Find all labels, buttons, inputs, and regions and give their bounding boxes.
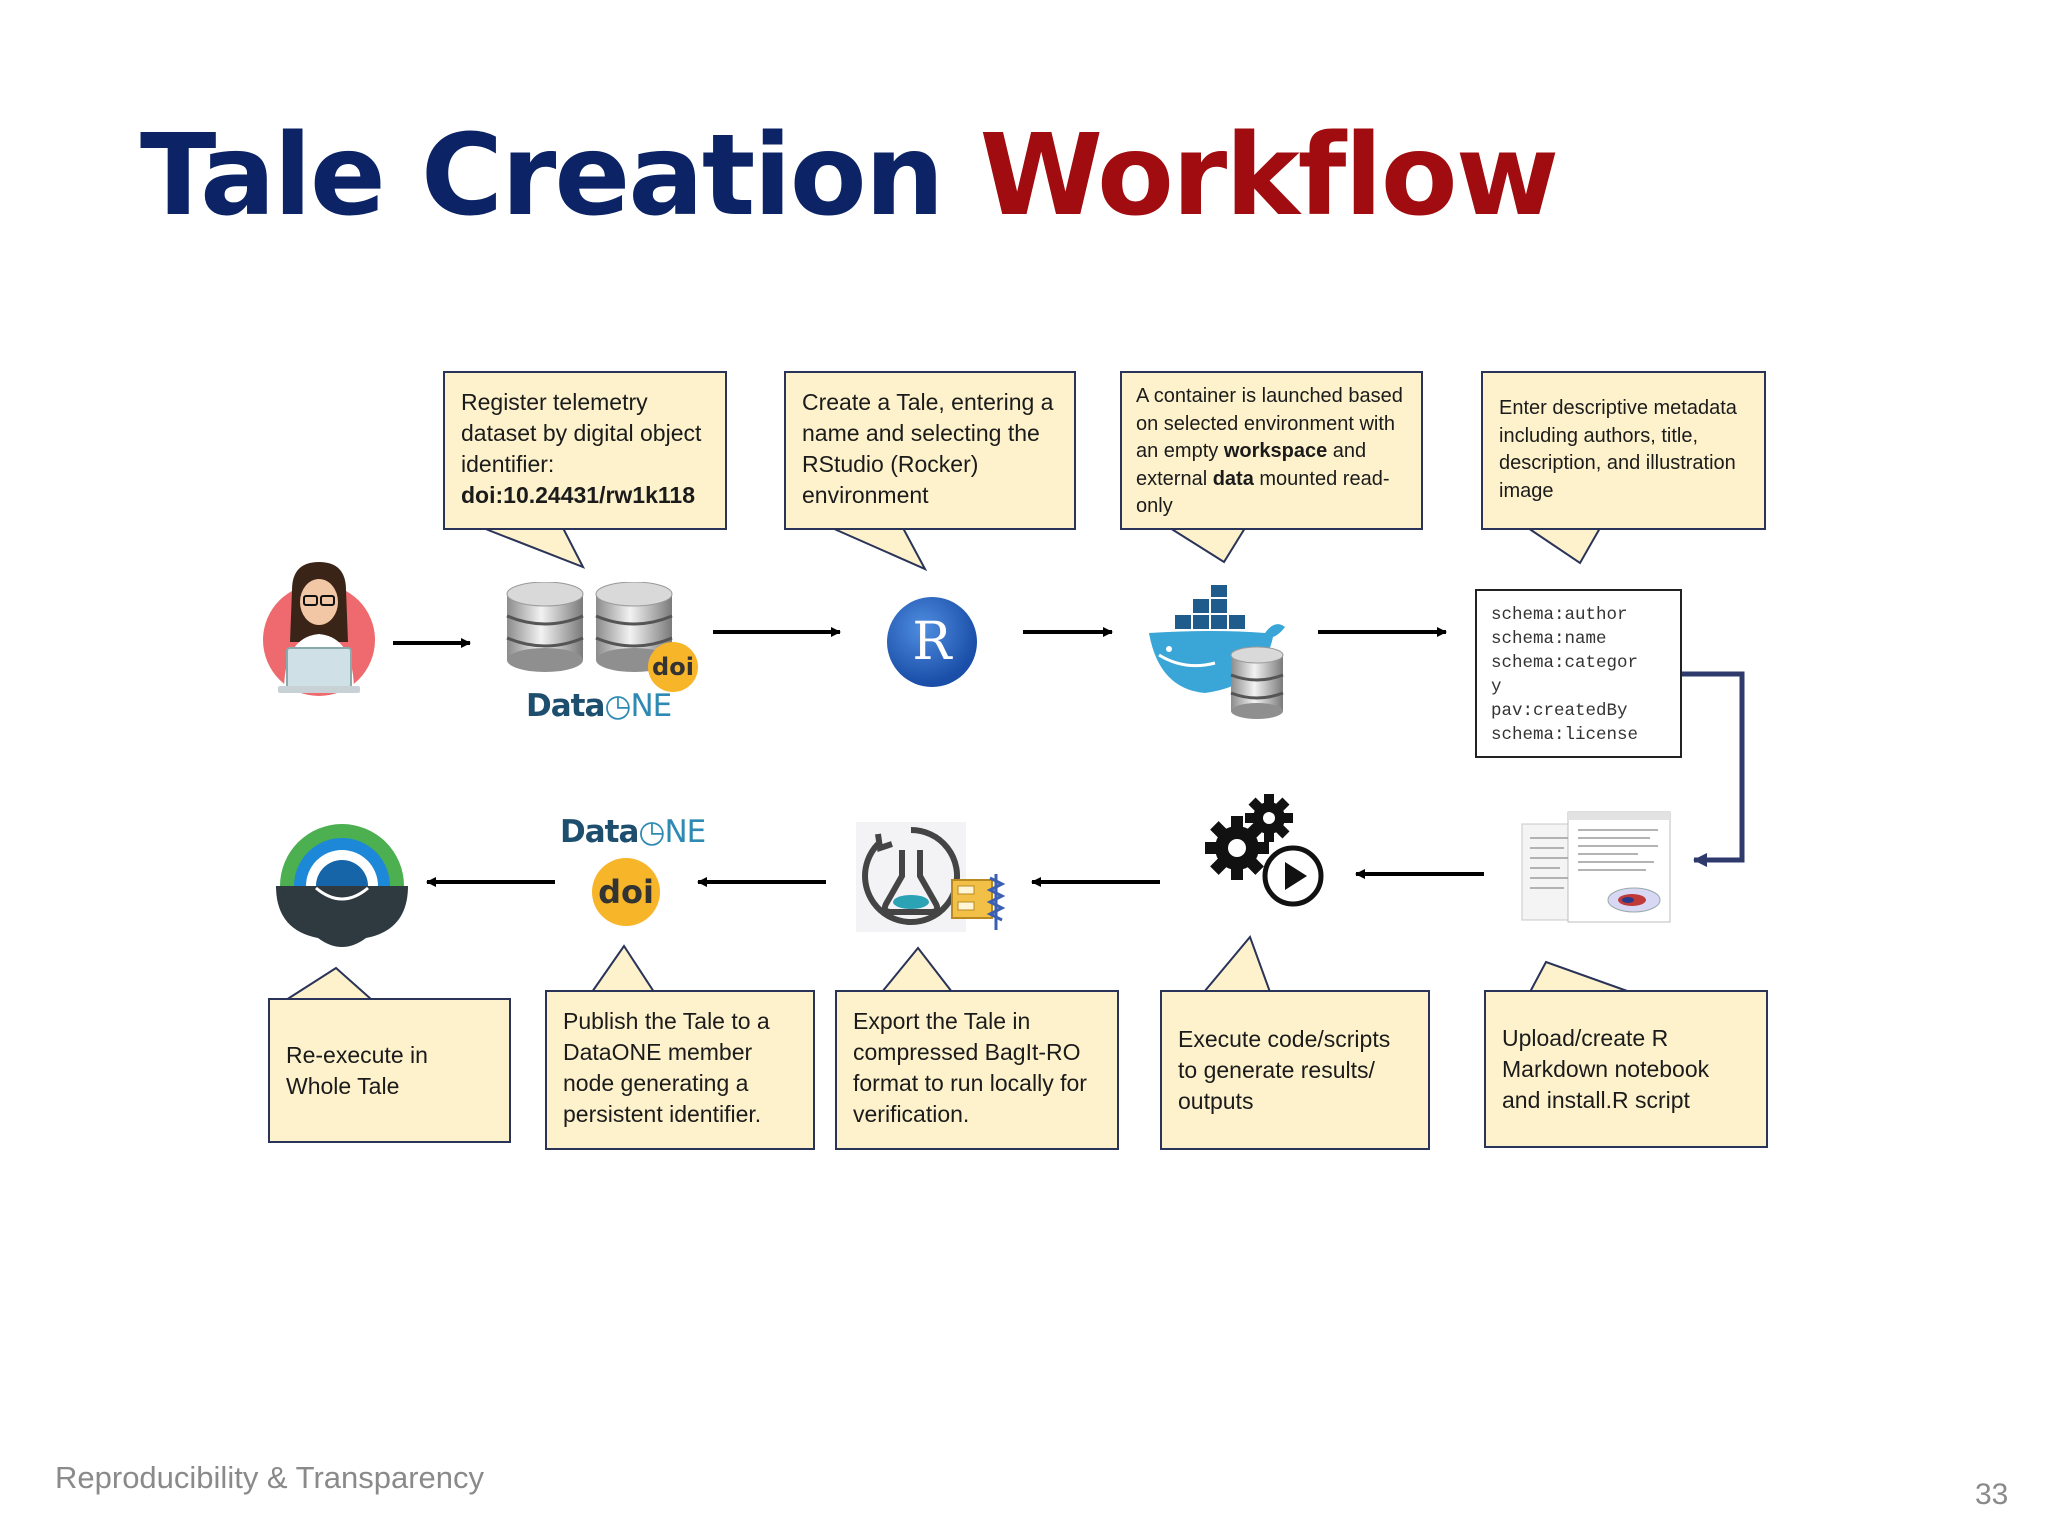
callout-enter-metadata: Enter descriptive metadata including aut… (1481, 371, 1766, 530)
container-text-2: and external (1136, 440, 1367, 490)
container-text-3: mounted read-only (1136, 467, 1390, 518)
execute-text: Execute code/scripts to generate results… (1178, 1025, 1391, 1114)
callout-upload: Upload/create R Markdown notebook and in… (1484, 990, 1768, 1148)
register-doi: doi:10.24431/rw1k118 (461, 482, 695, 508)
r-logo-icon: R (887, 597, 977, 687)
r-logo-letter: R (912, 612, 952, 672)
doi-badge-icon: doi (648, 642, 698, 692)
doi-label: doi (598, 873, 654, 911)
container-bold-data: data (1212, 467, 1254, 490)
callout-reexecute: Re-execute in Whole Tale (268, 998, 511, 1143)
dataone-suffix: NE (630, 688, 672, 724)
footer-text: Reproducibility & Transparency (55, 1460, 485, 1495)
schema-metadata-box: schema:author schema:name schema:categor… (1475, 589, 1682, 758)
notebook-screenshot-icon (1521, 811, 1671, 923)
schema-line: schema:name (1491, 629, 1607, 649)
dataone-prefix: Data (526, 688, 605, 724)
title-part-2: Workflow (979, 111, 1559, 241)
schema-line: schema:author (1491, 605, 1628, 625)
connector-schema-to-notebook (1682, 671, 1745, 867)
publish-text: Publish the Tale to a DataONE member nod… (563, 1008, 770, 1127)
doi-badge-icon: doi (592, 858, 660, 926)
export-text: Export the Tale in compressed BagIt-RO f… (853, 1008, 1087, 1127)
dataone-prefix: Data (560, 814, 639, 850)
reexecute-text: Re-execute in Whole Tale (286, 1041, 428, 1099)
schema-line: y (1491, 677, 1502, 697)
title-part-1: Tale Creation (140, 111, 944, 241)
slide-title: Tale Creation Workflow (140, 120, 1559, 232)
register-text: Register telemetry dataset by digital ob… (461, 389, 702, 477)
doi-label: doi (652, 653, 694, 681)
create-text: Create a Tale, entering a name and selec… (802, 389, 1054, 508)
user-with-laptop-icon (263, 562, 375, 696)
dataone-logo: Data◷NE (526, 688, 672, 724)
callout-container-launched: A container is launched based on selecte… (1120, 371, 1423, 530)
container-bold-workspace: workspace (1223, 440, 1328, 462)
callout-execute: Execute code/scripts to generate results… (1160, 990, 1430, 1150)
page-number: 33 (1975, 1478, 2009, 1511)
schema-line: pav:createdBy (1491, 701, 1628, 721)
dataone-suffix: NE (664, 814, 706, 850)
database-icon (506, 582, 584, 672)
dataone-globe-icon: ◷ (604, 688, 631, 724)
schema-line: schema:license (1491, 725, 1639, 745)
dataone-logo: Data◷NE (560, 814, 706, 850)
upload-text: Upload/create R Markdown notebook and in… (1502, 1024, 1710, 1113)
schema-line: schema:categor (1491, 653, 1639, 673)
bagit-flask-icon (856, 822, 1006, 932)
callout-register-dataset: Register telemetry dataset by digital ob… (443, 371, 727, 530)
callout-create-tale: Create a Tale, entering a name and selec… (784, 371, 1076, 530)
docker-whale-icon (1149, 585, 1285, 719)
gears-play-icon (1205, 794, 1324, 907)
callout-publish: Publish the Tale to a DataONE member nod… (545, 990, 815, 1150)
callout-export: Export the Tale in compressed BagIt-RO f… (835, 990, 1119, 1150)
metadata-text: Enter descriptive metadata including aut… (1499, 397, 1737, 502)
dataone-globe-icon: ◷ (638, 814, 665, 850)
container-text-1: A container is launched based on selecte… (1136, 385, 1403, 462)
whole-tale-logo-icon (276, 824, 408, 947)
